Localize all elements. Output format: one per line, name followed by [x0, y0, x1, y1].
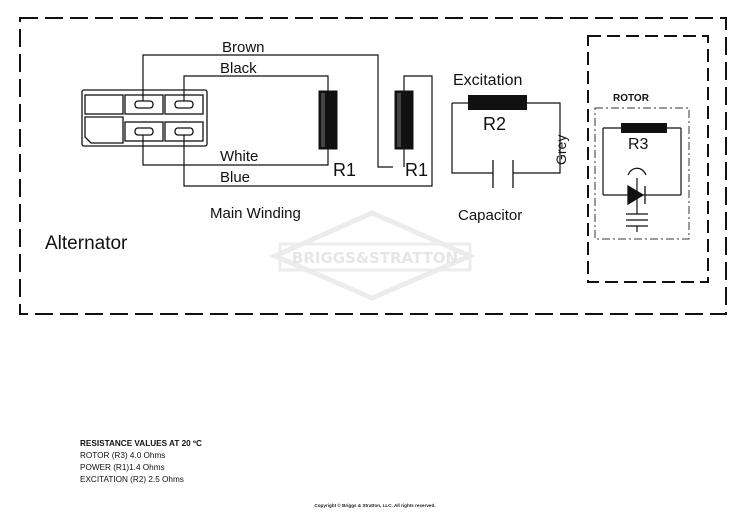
grey-wire	[513, 102, 561, 174]
resistance-values-table: RESISTANCE VALUES AT 20 ºC ROTOR (R3) 4.…	[80, 438, 202, 486]
r1-main-label: R1	[333, 160, 356, 180]
rotor-inner-box	[594, 107, 690, 240]
connector-block	[81, 89, 208, 147]
alternator-label: Alternator	[45, 233, 128, 254]
rotor-wiring	[602, 127, 682, 195]
r3-label: R3	[628, 136, 649, 153]
rotor-label: ROTOR	[613, 93, 650, 104]
r3-rotor-resistor	[621, 123, 667, 133]
resistance-heading: RESISTANCE VALUES AT 20 ºC	[80, 439, 202, 448]
brown-label: Brown	[222, 39, 265, 56]
excitation-capacitor-icon	[492, 160, 514, 188]
resistance-row: POWER (R1)1.4 Ohms	[80, 463, 165, 472]
black-label: Black	[220, 60, 257, 77]
watermark-text: BRIGGS&STRATTON	[292, 249, 458, 267]
grey-label: Grey	[553, 135, 569, 165]
alternator-enclosure	[19, 17, 727, 315]
rotor-diode-icon	[621, 184, 652, 206]
white-label: White	[220, 148, 258, 165]
capacitor-label: Capacitor	[458, 207, 522, 224]
briggs-stratton-logo: BRIGGS&STRATTON	[268, 210, 477, 301]
resistance-row: EXCITATION (R2) 2.5 Ohms	[80, 475, 184, 484]
resistance-row: ROTOR (R3) 4.0 Ohms	[80, 451, 166, 460]
rotor-enclosure	[587, 35, 709, 283]
rotor-capacitor-icon	[626, 167, 648, 232]
main-winding-label: Main Winding	[210, 205, 301, 222]
r2-excitation-resistor	[468, 95, 527, 110]
black-wire	[183, 75, 329, 101]
blue-wire	[183, 75, 433, 187]
blue-label: Blue	[220, 169, 250, 186]
excitation-label: Excitation	[453, 72, 522, 89]
copyright-notice: Copyright © Briggs & Stratton, LLC. All …	[314, 503, 436, 508]
white-wire	[142, 135, 329, 166]
r1-second-label: R1	[405, 160, 428, 180]
wires	[142, 54, 682, 215]
r2-label: R2	[483, 114, 506, 134]
excitation-left-wire	[451, 103, 493, 174]
brown-wire	[142, 54, 393, 168]
